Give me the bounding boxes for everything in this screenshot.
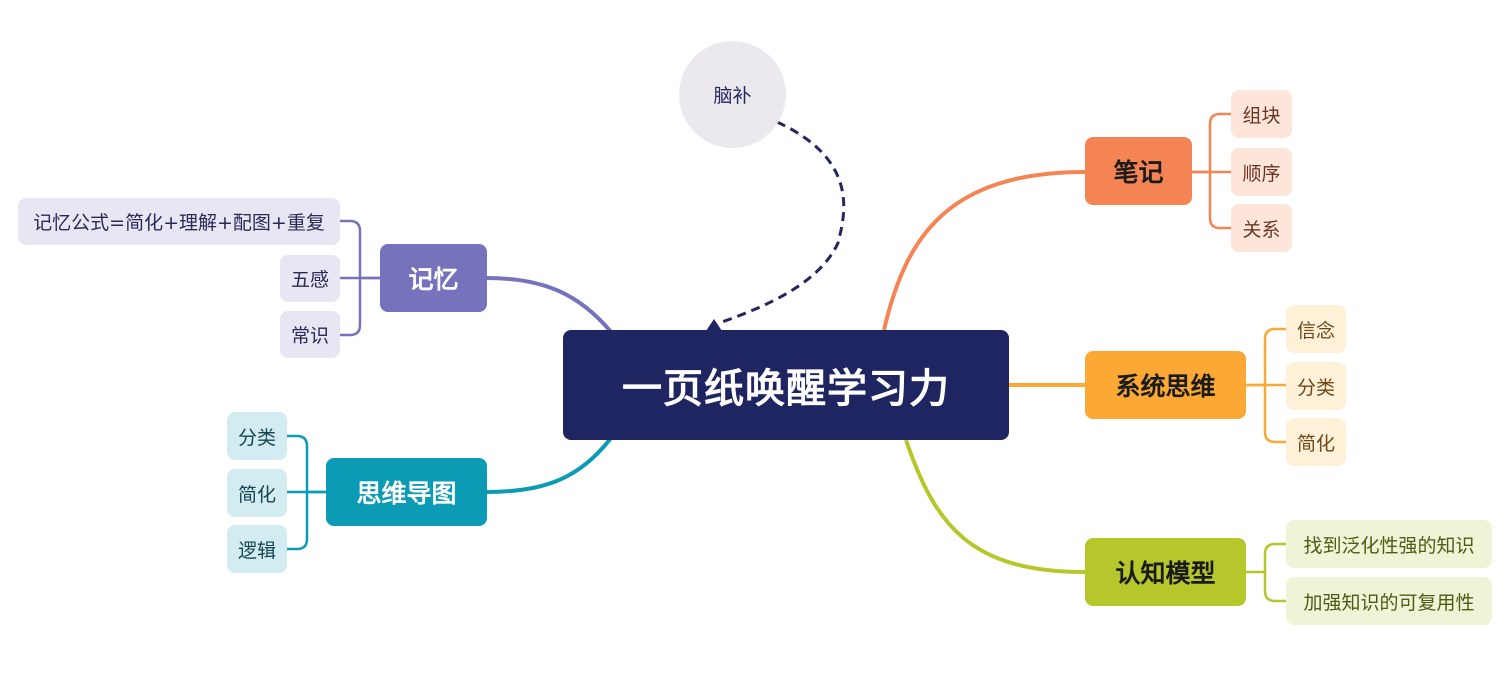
branch-mind-map[interactable]: 思维导图 [326,458,487,526]
branch-memory[interactable]: 记忆 [380,244,487,312]
system-thinking-sub-topic-label: 信念 [1296,319,1335,342]
branch-cognitive-model[interactable]: 认知模型 [1085,538,1246,606]
link-memory-to-sub-1 [340,219,380,280]
link-center-to-memory [486,276,613,334]
link-cognitive-to-sub-1 [1246,542,1286,574]
memory-sub-topic[interactable]: 常识 [280,311,340,358]
branch-system-thinking[interactable]: 系统思维 [1085,351,1246,419]
branch-system-thinking-label: 系统思维 [1115,372,1216,401]
branch-memory-label: 记忆 [408,265,459,294]
link-mindmap-to-sub-1 [287,434,326,494]
notes-sub-topic-label: 关系 [1242,218,1281,241]
mind-map-sub-topic-label: 分类 [237,426,276,449]
cognitive-model-sub-topic[interactable]: 加强知识的可复用性 [1286,577,1492,625]
notes-sub-topic[interactable]: 组块 [1231,90,1292,138]
system-thinking-sub-topic[interactable]: 信念 [1286,305,1346,353]
link-memory-to-sub-3 [340,278,362,337]
central-topic-label: 一页纸唤醒学习力 [622,366,950,412]
link-center-to-mindmap [486,436,613,494]
link-cognitive-to-sub-2 [1263,572,1286,603]
system-thinking-sub-topic-label: 简化 [1296,432,1335,455]
cognitive-model-sub-topic-label: 找到泛化性强的知识 [1303,534,1475,557]
branch-cognitive-model-label: 认知模型 [1115,559,1216,588]
floating-topic-label: 脑补 [713,85,752,107]
floating-topic-bubble[interactable]: 脑补 [679,41,786,148]
memory-sub-topic-label: 常识 [290,325,329,347]
notes-sub-topic[interactable]: 关系 [1231,204,1292,252]
link-center-to-notes [882,170,1086,331]
mind-map-sub-topic-label: 逻辑 [237,539,276,562]
floating-dashed-link [721,120,846,324]
notes-sub-topic-label: 组块 [1242,104,1281,127]
link-notes-to-sub-3 [1208,172,1231,230]
cognitive-model-sub-topic-label: 加强知识的可复用性 [1303,591,1475,614]
system-thinking-sub-topic[interactable]: 分类 [1286,362,1346,410]
cognitive-model-sub-topic[interactable]: 找到泛化性强的知识 [1286,520,1492,568]
link-mindmap-to-sub-3 [287,492,309,551]
memory-sub-topic[interactable]: 五感 [280,255,340,302]
system-thinking-sub-topic[interactable]: 简化 [1286,418,1346,466]
mind-map-sub-topic[interactable]: 简化 [227,469,287,517]
memory-sub-topic-label: 记忆公式=简化+理解+配图+重复 [33,212,325,234]
memory-sub-topic-label: 五感 [290,269,329,291]
notes-sub-topic[interactable]: 顺序 [1231,148,1292,196]
system-thinking-sub-topic-label: 分类 [1296,376,1335,399]
branch-notes[interactable]: 笔记 [1085,137,1192,205]
branch-mind-map-label: 思维导图 [356,479,457,508]
branch-notes-label: 笔记 [1113,158,1164,187]
center-link-anchor [706,319,722,331]
central-topic[interactable]: 一页纸唤醒学习力 [563,330,1009,440]
link-notes-to-sub-1 [1192,112,1231,174]
mind-map-sub-topic[interactable]: 分类 [227,412,287,460]
notes-sub-topic-label: 顺序 [1242,162,1281,185]
link-center-to-cognitive [904,439,1086,574]
link-systems-to-sub-1 [1246,327,1286,387]
link-systems-to-sub-3 [1263,385,1286,444]
memory-sub-topic[interactable]: 记忆公式=简化+理解+配图+重复 [18,198,340,245]
mind-map-sub-topic-label: 简化 [237,483,276,506]
mind-map-sub-topic[interactable]: 逻辑 [227,525,287,573]
